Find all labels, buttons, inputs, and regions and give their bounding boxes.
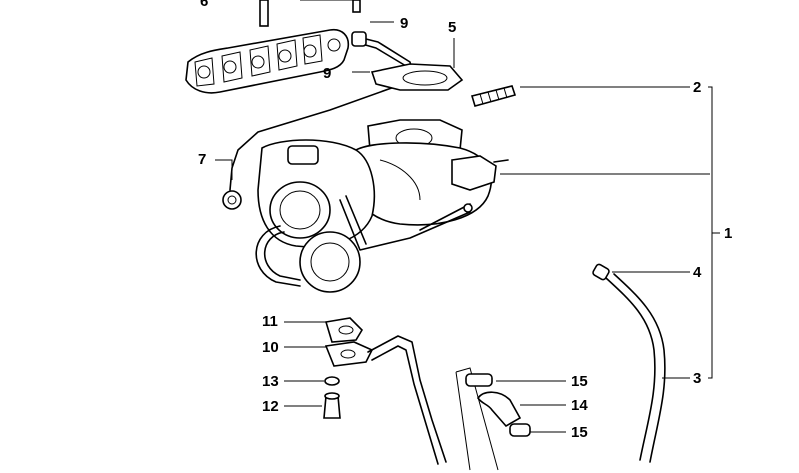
callout-12: 12 [262,398,279,415]
manifold-studs [259,0,361,27]
callout-2: 2 [693,79,701,96]
callout-6: 6 [200,0,208,10]
callout-14: 14 [571,397,588,414]
callout-13: 13 [262,373,279,390]
callout-labels: 6 9 9 5 2 1 7 4 3 11 10 13 12 15 14 15 [198,0,732,441]
callout-11: 11 [262,313,278,330]
callout-9-upper: 9 [400,15,408,32]
callout-7: 7 [198,151,206,168]
callout-4: 4 [693,264,702,281]
callout-5: 5 [448,19,456,36]
small-hose-assembly [455,367,531,471]
callout-9-lower: 9 [323,65,331,82]
callout-15-lower: 15 [571,424,588,441]
turbocharger [255,119,509,293]
coolant-hose [592,263,666,463]
callout-15-upper: 15 [571,373,588,390]
leader-lines [215,0,720,433]
oil-drain-pipe [323,317,447,465]
callout-3: 3 [693,370,701,387]
gasket-flange [370,63,464,91]
stud [470,85,517,107]
callout-1: 1 [724,225,732,242]
exhaust-manifold [185,28,350,94]
callout-10: 10 [262,339,279,356]
